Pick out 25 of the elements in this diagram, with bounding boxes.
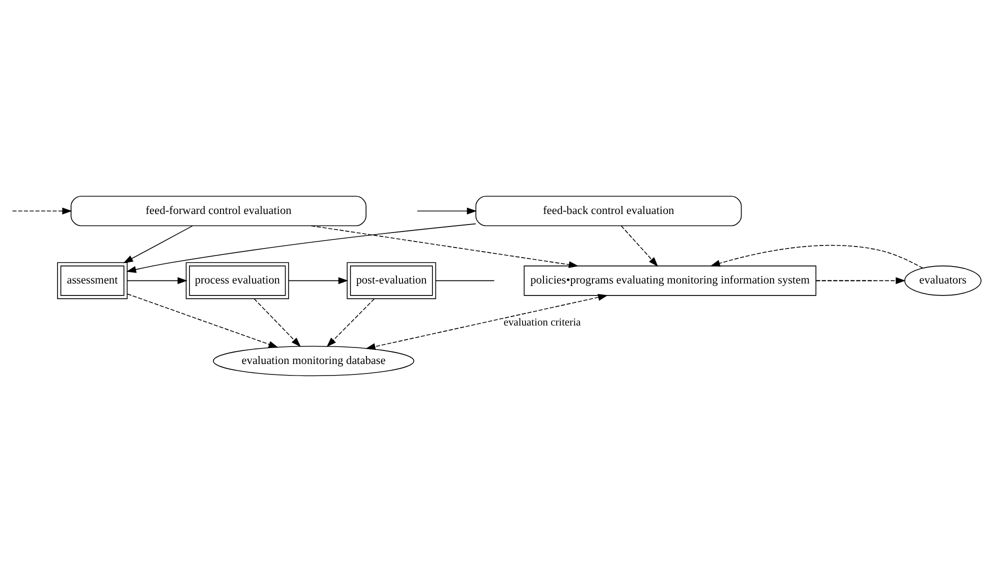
arrow xyxy=(126,222,476,272)
node-box: feed-back control evaluation xyxy=(475,195,742,226)
arrow xyxy=(620,225,658,266)
arrow xyxy=(366,293,608,350)
arrow xyxy=(123,225,193,263)
connector xyxy=(816,280,875,281)
arrow xyxy=(416,207,477,214)
node-box: feed-forward control evaluation xyxy=(70,195,366,226)
edge-label: evaluation criteria xyxy=(504,316,581,328)
node-ellipse: evaluation monitoring database xyxy=(212,345,414,376)
node-box: process evaluation xyxy=(186,262,290,299)
arrow xyxy=(127,293,278,348)
connector xyxy=(435,280,495,281)
arrow xyxy=(288,276,348,284)
node-box: post-evaluation xyxy=(346,262,436,299)
arrow xyxy=(254,298,301,347)
arrow xyxy=(12,207,72,214)
arrow xyxy=(326,298,375,347)
arrow xyxy=(710,244,924,268)
node-box: policies•programs evaluating monitoring information system xyxy=(524,265,816,296)
node-ellipse: evaluators xyxy=(904,265,982,296)
arrow xyxy=(126,276,188,284)
arrow xyxy=(310,224,579,268)
arrow xyxy=(816,276,906,284)
node-box: assessment xyxy=(57,262,128,299)
